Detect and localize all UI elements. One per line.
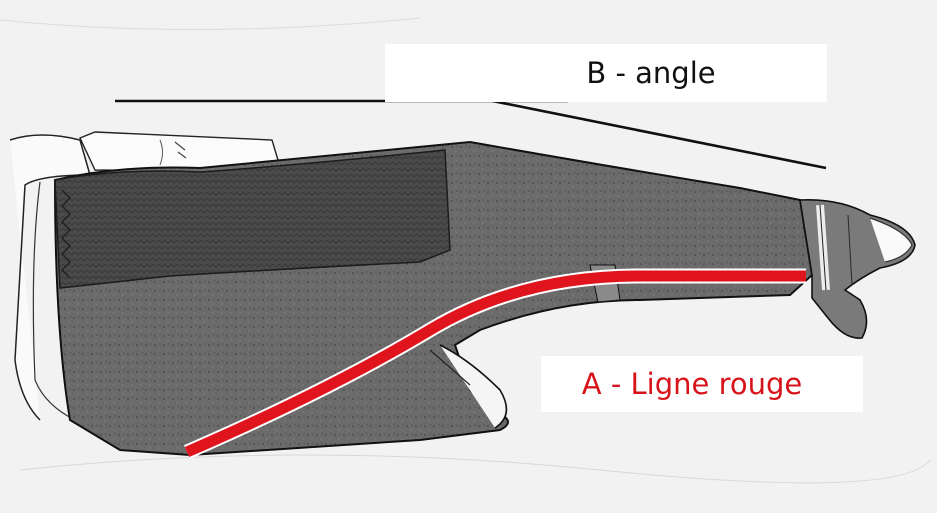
angle-label-box: B - angle: [385, 44, 827, 102]
red-line-label-box: A - Ligne rouge: [541, 356, 863, 412]
angle-label: B - angle: [586, 56, 715, 90]
red-line-label: A - Ligne rouge: [582, 367, 802, 401]
